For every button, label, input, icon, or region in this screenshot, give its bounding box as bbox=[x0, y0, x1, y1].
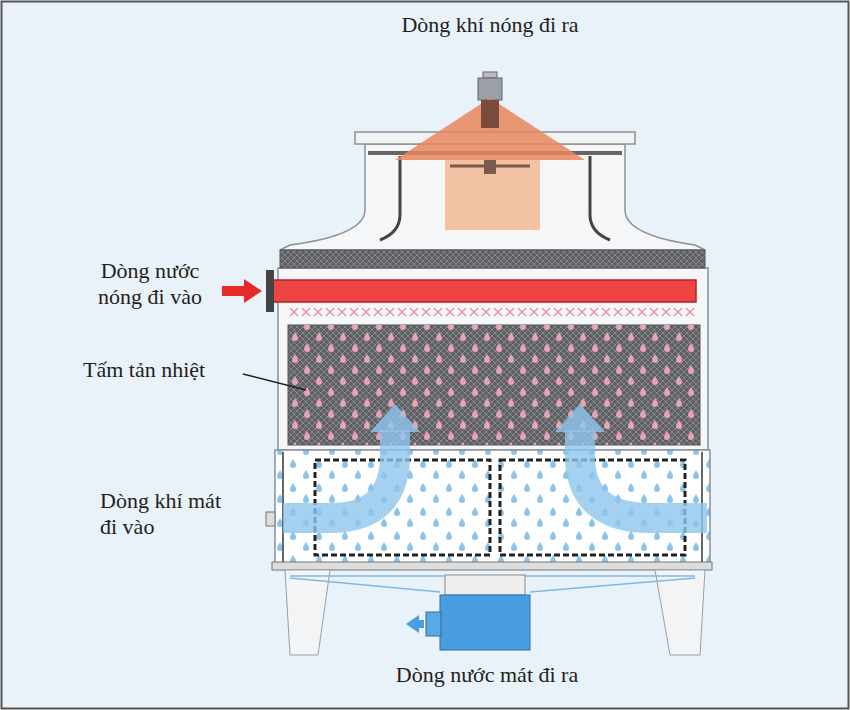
callout-label: Dòng khí nóng đi ra bbox=[401, 12, 578, 38]
fill-drops bbox=[288, 325, 700, 445]
cool-air-arrowhead bbox=[555, 404, 605, 432]
callout-label: Dòng khí mát đi vào bbox=[100, 488, 240, 540]
cold-water-arrow bbox=[406, 615, 424, 633]
callout-label: Tấm tản nhiệt bbox=[83, 357, 205, 383]
motor bbox=[478, 78, 502, 100]
pipe-flange bbox=[266, 270, 274, 312]
hot-air-plume bbox=[395, 98, 585, 160]
water-spray bbox=[290, 308, 695, 324]
basin-rim bbox=[272, 562, 712, 570]
callout-label: Dòng nước mát đi ra bbox=[396, 662, 578, 688]
hood-strut bbox=[380, 156, 400, 240]
cool-air-arrow bbox=[283, 430, 395, 518]
support-leg bbox=[285, 570, 330, 655]
hot-water-pipe bbox=[268, 280, 696, 302]
support-leg bbox=[655, 570, 705, 655]
drift-eliminator bbox=[280, 250, 705, 268]
fan-hub bbox=[484, 160, 496, 174]
motor-cap bbox=[483, 72, 497, 78]
cool-air-arrow bbox=[580, 430, 707, 518]
motor-body bbox=[481, 100, 499, 128]
sump-neck bbox=[445, 575, 525, 595]
callout-label: Dòng nước nóng đi vào bbox=[82, 258, 218, 310]
leader-line bbox=[243, 374, 306, 390]
fill-pack bbox=[288, 325, 700, 445]
cool-air-arrowhead bbox=[370, 404, 420, 432]
hot-water-arrow bbox=[222, 279, 262, 303]
hot-air-plume bbox=[445, 160, 540, 230]
outlet-pipe bbox=[426, 612, 441, 636]
side-bracket bbox=[266, 512, 275, 526]
cold-water-sump bbox=[440, 595, 530, 650]
hood-strut bbox=[590, 156, 610, 240]
